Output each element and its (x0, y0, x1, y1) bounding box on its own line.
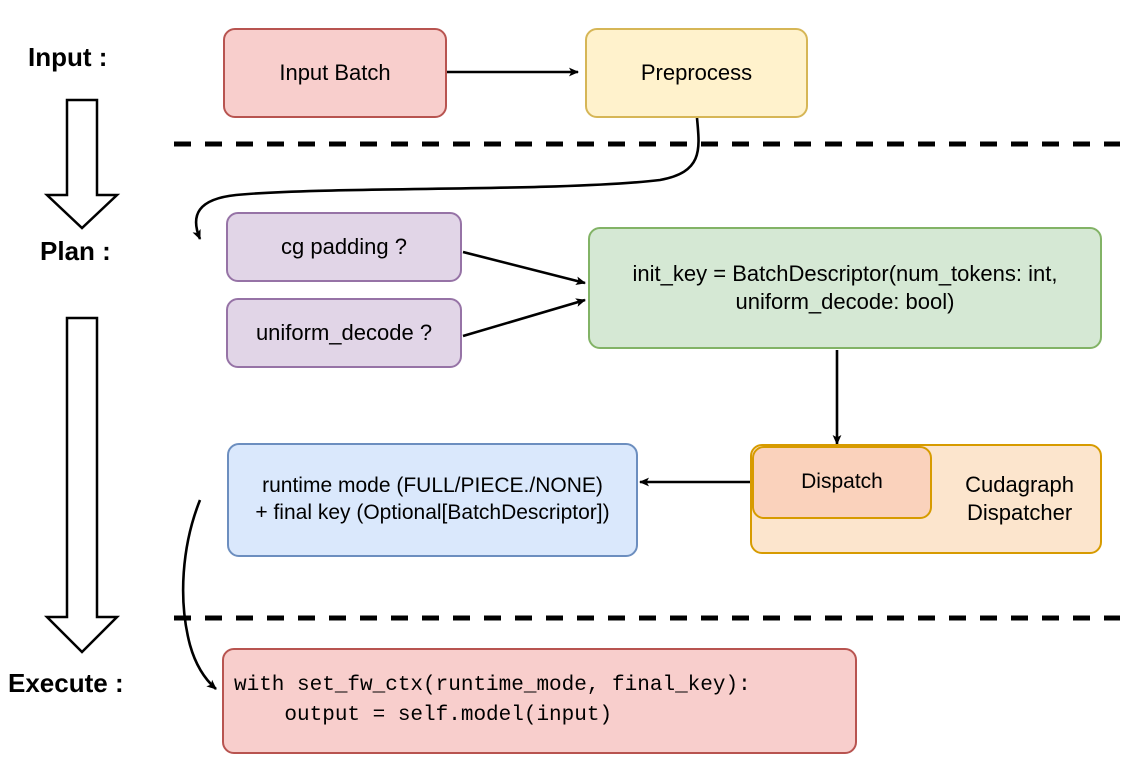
node-cudagraph-dispatcher-label: Cudagraph Dispatcher (965, 471, 1074, 525)
stage-label-input: Input : (28, 42, 108, 72)
node-init-key-label: init_key = BatchDescriptor(num_tokens: i… (632, 260, 1058, 314)
node-cg-padding-label: cg padding ? (281, 233, 407, 259)
node-dispatch-label: Dispatch (801, 470, 883, 494)
edge-uniformdecode-to-initkey (462, 298, 586, 338)
stage-label-plan: Plan : (40, 236, 111, 266)
node-init-key[interactable]: init_key = BatchDescriptor(num_tokens: i… (588, 227, 1102, 349)
node-uniform-decode[interactable]: uniform_decode ? (226, 298, 462, 368)
stage-label-execute: Execute : (8, 668, 124, 698)
execute-code-line-1: with set_fw_ctx(runtime_mode, final_key)… (234, 673, 751, 697)
execute-code-block: with set_fw_ctx(runtime_mode, final_key)… (234, 671, 751, 732)
node-cg-padding[interactable]: cg padding ? (226, 212, 462, 282)
node-runtime-mode-label: runtime mode (FULL/PIECE./NONE) + final … (255, 474, 610, 524)
node-preprocess-label: Preprocess (640, 59, 753, 85)
node-dispatch[interactable]: Dispatch (752, 446, 932, 519)
edge-preprocess-to-plan (192, 117, 700, 240)
edge-cgpadding-to-initkey (462, 250, 586, 286)
edge-runtimemode-to-execute (181, 499, 217, 690)
hollow-arrow-plan-to-execute (43, 316, 121, 654)
node-execute-code[interactable]: with set_fw_ctx(runtime_mode, final_key)… (222, 648, 857, 754)
node-runtime-mode[interactable]: runtime mode (FULL/PIECE./NONE) + final … (227, 443, 638, 557)
hollow-arrow-input-to-plan (43, 98, 121, 230)
node-preprocess[interactable]: Preprocess (585, 28, 808, 118)
execute-code-line-2: output = self.model(input) (234, 704, 613, 727)
node-input-batch[interactable]: Input Batch (223, 28, 447, 118)
node-input-batch-label: Input Batch (279, 59, 391, 85)
node-uniform-decode-label: uniform_decode ? (255, 319, 433, 345)
